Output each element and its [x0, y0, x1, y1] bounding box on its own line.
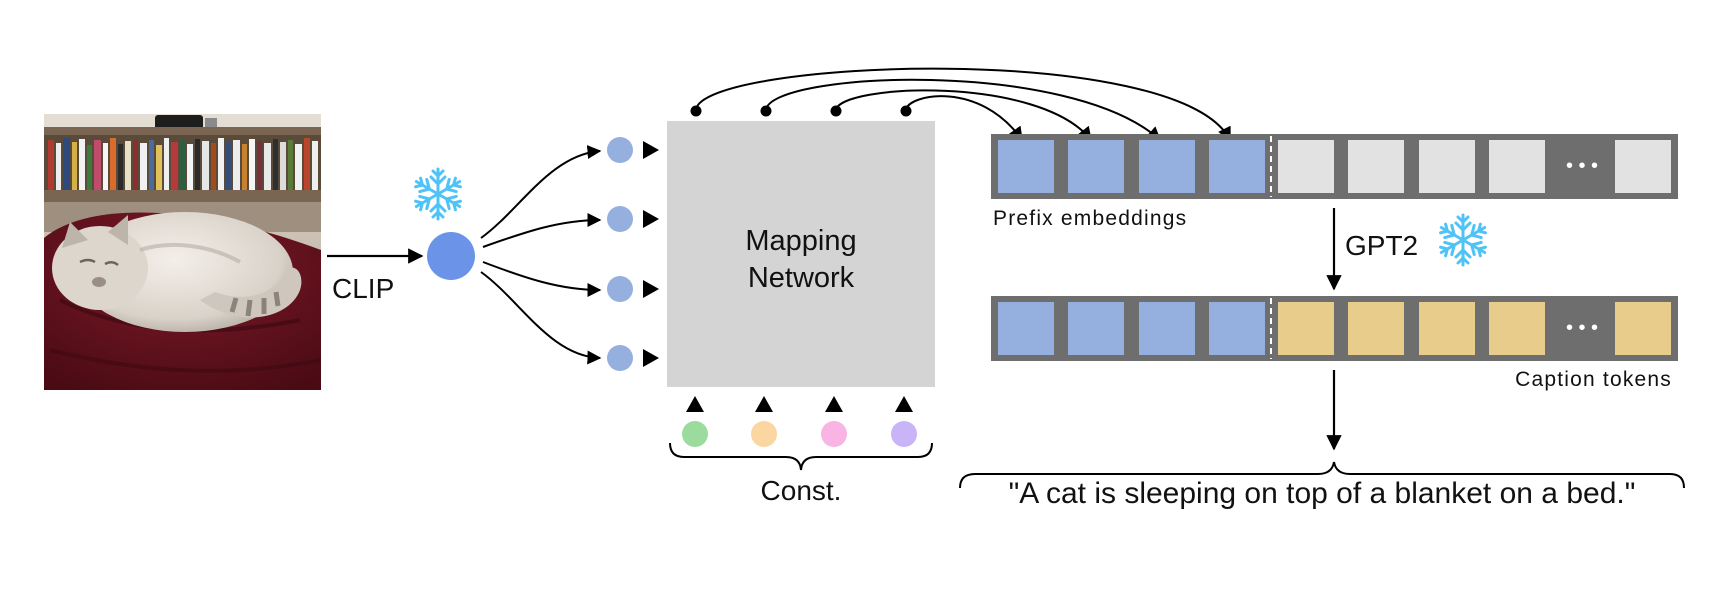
- embedding-fanout-arrows: [480, 145, 602, 365]
- generated-caption: "A cat is sleeping on top of a blanket o…: [1009, 477, 1636, 510]
- empty-token: [1615, 140, 1671, 193]
- prefix-sequence: • • •: [991, 134, 1678, 199]
- empty-token: [1278, 140, 1334, 193]
- const-inputs: [682, 396, 917, 447]
- input-triangle: [643, 210, 659, 228]
- mapping-network-label-line2: Network: [748, 262, 855, 294]
- caption-tokens-label: Caption tokens: [1515, 368, 1672, 391]
- ellipsis: • • •: [1566, 317, 1598, 339]
- empty-token: [1348, 140, 1404, 193]
- const-triangle: [686, 396, 704, 412]
- input-triangle: [643, 141, 659, 159]
- sleeping-cat: [52, 212, 302, 332]
- input-image: [44, 114, 321, 390]
- mapping-output-arrows: [695, 67, 1231, 142]
- mapping-network-label-line1: Mapping: [745, 225, 856, 257]
- caption-sequence: • • •: [991, 296, 1678, 361]
- const-node: [751, 421, 777, 447]
- prefix-embedding-token: [998, 302, 1054, 355]
- const-triangle: [825, 396, 843, 412]
- caption-token: [1278, 302, 1334, 355]
- empty-token: [1419, 140, 1475, 193]
- prefix-embedding-token: [1209, 302, 1265, 355]
- clip-label: CLIP: [332, 273, 394, 304]
- prefix-embedding-token: [1209, 140, 1265, 193]
- caption-brace: [959, 461, 1685, 489]
- const-triangle: [755, 396, 773, 412]
- clip-frozen-snowflake-icon: [413, 169, 463, 219]
- mapping-input-nodes: [607, 137, 659, 371]
- ellipsis: • • •: [1566, 155, 1598, 177]
- caption-token: [1419, 302, 1475, 355]
- prefix-embedding-token: [1068, 140, 1124, 193]
- prefix-embedding-token: [1139, 302, 1195, 355]
- bookshelf-books: [48, 138, 318, 190]
- gpt2-frozen-snowflake-icon: [1438, 215, 1488, 265]
- caption-token: [1615, 302, 1671, 355]
- mapping-output-dots: [690, 105, 912, 117]
- clip-embedding: [427, 232, 475, 280]
- const-node: [682, 421, 708, 447]
- const-brace: [669, 442, 933, 471]
- caption-token: [1348, 302, 1404, 355]
- mapping-input-node: [607, 345, 633, 371]
- input-triangle: [643, 349, 659, 367]
- mapping-network-box: [667, 121, 935, 387]
- const-triangle: [895, 396, 913, 412]
- mapping-input-node: [607, 276, 633, 302]
- prefix-embedding-token: [1139, 140, 1195, 193]
- caption-token: [1489, 302, 1545, 355]
- prefix-embedding-token: [1068, 302, 1124, 355]
- prefix-embeddings-label: Prefix embeddings: [993, 207, 1187, 230]
- gpt2-label: GPT2: [1345, 230, 1418, 261]
- const-label: Const.: [761, 475, 842, 506]
- mapping-input-node: [607, 137, 633, 163]
- empty-token: [1489, 140, 1545, 193]
- const-node: [891, 421, 917, 447]
- input-triangle: [643, 280, 659, 298]
- prefix-embedding-token: [998, 140, 1054, 193]
- mapping-input-node: [607, 206, 633, 232]
- const-node: [821, 421, 847, 447]
